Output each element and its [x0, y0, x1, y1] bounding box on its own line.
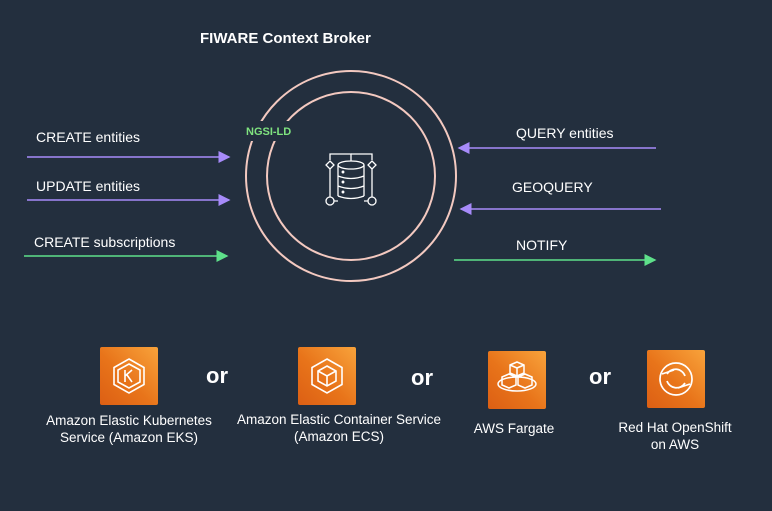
fargate-label: AWS Fargate: [450, 420, 578, 437]
geoquery-label: GEOQUERY: [512, 179, 593, 195]
openshift-label: Red Hat OpenShift on AWS: [600, 419, 750, 453]
eks-label: Amazon Elastic Kubernetes Service (Amazo…: [18, 412, 240, 446]
openshift-icon: [647, 350, 705, 408]
create-entities-label: CREATE entities: [36, 129, 140, 145]
or-separator-3: or: [589, 364, 611, 389]
diagram-title: FIWARE Context Broker: [200, 30, 371, 47]
ngsi-ld-label: NGSI-LD: [246, 126, 292, 138]
or-separator-1: or: [206, 363, 228, 388]
fargate-label-line1: AWS Fargate: [473, 421, 555, 436]
update-entities-label: UPDATE entities: [36, 178, 140, 194]
create-subscriptions-label: CREATE subscriptions: [34, 234, 176, 250]
notify-label: NOTIFY: [516, 237, 568, 253]
openshift-label-line2: on AWS: [650, 437, 700, 452]
ecs-label: Amazon Elastic Container Service (Amazon…: [215, 411, 463, 445]
eks-icon: [100, 347, 158, 405]
ecs-label-line1: Amazon Elastic Container Service: [236, 412, 442, 427]
or-separator-2: or: [411, 365, 433, 390]
outer-ring: [245, 70, 457, 282]
eks-label-line1: Amazon Elastic Kubernetes: [46, 413, 212, 428]
database-icon: [325, 153, 377, 206]
ecs-icon: [298, 347, 356, 405]
inner-ring: [266, 91, 436, 261]
ecs-label-line2: (Amazon ECS): [293, 429, 385, 444]
query-entities-label: QUERY entities: [516, 125, 614, 141]
openshift-label-line1: Red Hat OpenShift: [618, 420, 732, 435]
fargate-icon: [488, 351, 546, 409]
eks-label-line2: Service (Amazon EKS): [59, 430, 199, 445]
